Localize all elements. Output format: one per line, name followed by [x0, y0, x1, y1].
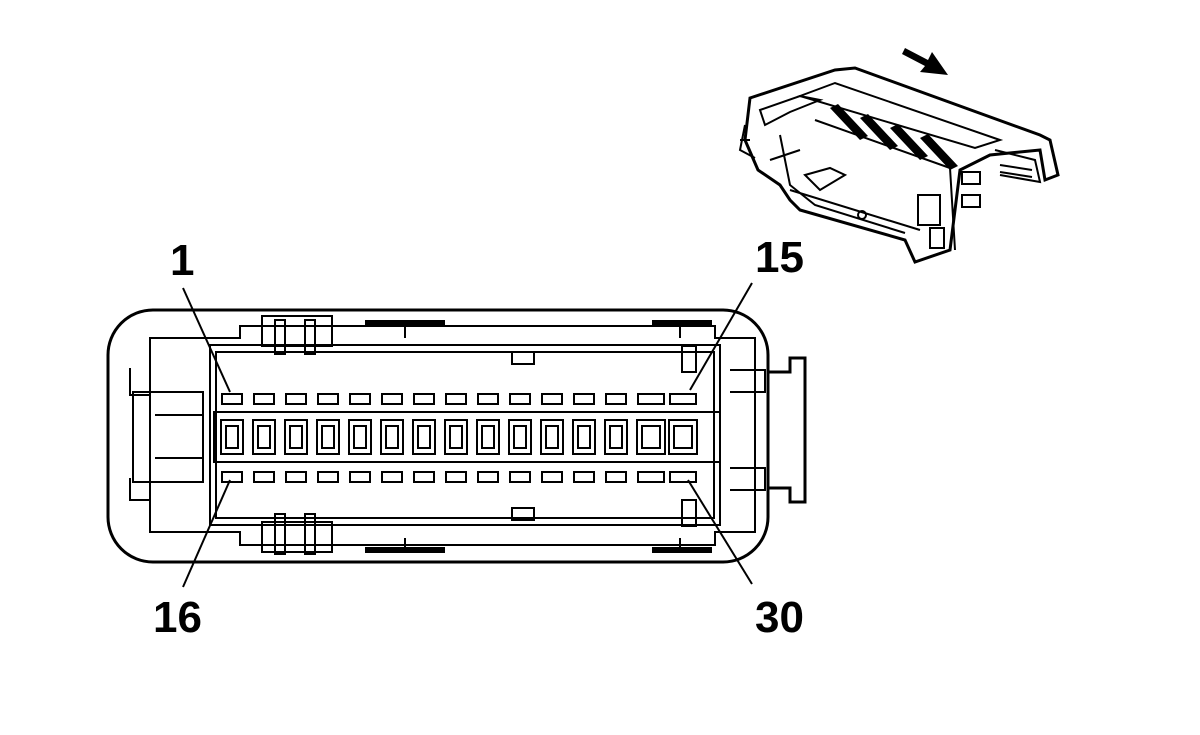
- pin-label-15: 15: [755, 233, 804, 282]
- center-block: [348, 419, 372, 455]
- center-block-inner: [641, 425, 661, 449]
- pin-label-30: 30: [755, 593, 804, 642]
- insertion-direction-arrow-icon: [902, 48, 948, 75]
- center-block: [284, 419, 308, 455]
- pin-cavity-25: [509, 471, 531, 483]
- pin-cavity-7: [413, 393, 435, 405]
- pin-cavity-11: [541, 393, 563, 405]
- pin-cavity-2: [253, 393, 275, 405]
- bottom-pin-row: [221, 471, 697, 483]
- pin-cavity-10: [509, 393, 531, 405]
- center-block: [220, 419, 244, 455]
- center-block-inner: [673, 425, 693, 449]
- connector-housing-outline: [106, 308, 770, 564]
- leader-line-pin-30: [687, 479, 753, 585]
- bottom-clip: [261, 513, 712, 555]
- pin-cavity-21: [381, 471, 403, 483]
- center-block-inner: [481, 425, 495, 449]
- connector-face-view: 1 15 16 30: [106, 233, 807, 642]
- center-block: [604, 419, 628, 455]
- pin-cavity-29: [637, 471, 665, 483]
- pin-cavity-28: [605, 471, 627, 483]
- center-block: [508, 419, 532, 455]
- center-block-inner: [225, 425, 239, 449]
- center-block: [476, 419, 500, 455]
- pin-cavity-13: [605, 393, 627, 405]
- center-block: [444, 419, 468, 455]
- pin-cavity-6: [381, 393, 403, 405]
- center-block-inner: [609, 425, 623, 449]
- leader-line-pin-1: [182, 287, 231, 393]
- leader-line-pin-16: [182, 479, 231, 588]
- pin-label-1: 1: [170, 236, 194, 285]
- pin-cavity-27: [573, 471, 595, 483]
- left-latch: [129, 368, 204, 501]
- center-block: [252, 419, 276, 455]
- center-block: [316, 419, 340, 455]
- pin-label-16: 16: [153, 593, 202, 642]
- pin-cavity-22: [413, 471, 435, 483]
- iso-housing-outline: [743, 66, 1060, 264]
- top-pin-row: [221, 393, 697, 405]
- guide-bottom-right: [681, 499, 697, 527]
- pin-cavity-24: [477, 471, 499, 483]
- pin-cavity-1: [221, 393, 243, 405]
- key-bottom: [511, 507, 535, 521]
- pin-cavity-5: [349, 393, 371, 405]
- center-block: [412, 419, 436, 455]
- center-block-inner: [513, 425, 527, 449]
- pin-cavity-20: [349, 471, 371, 483]
- pin-cavity-15: [669, 393, 697, 405]
- leader-line-pin-15: [689, 282, 753, 391]
- center-block: [572, 419, 596, 455]
- pin-cavity-3: [285, 393, 307, 405]
- center-block: [380, 419, 404, 455]
- pin-cavity-16: [221, 471, 243, 483]
- pin-cavity-23: [445, 471, 467, 483]
- center-block-inner: [449, 425, 463, 449]
- pin-cavity-19: [317, 471, 339, 483]
- pin-cavity-8: [445, 393, 467, 405]
- pin-cavity-30: [669, 471, 697, 483]
- pin-cavity-17: [253, 471, 275, 483]
- pin-cavity-9: [477, 393, 499, 405]
- pin-cavity-14: [637, 393, 665, 405]
- center-block-inner: [545, 425, 559, 449]
- pin-cavity-26: [541, 471, 563, 483]
- guide-top-right: [681, 345, 697, 373]
- pin-cavity-12: [573, 393, 595, 405]
- right-latch: [730, 356, 807, 504]
- pin-cavity-inner: [215, 351, 715, 519]
- center-blocks-row: [220, 419, 698, 455]
- pin-cavity-frame: [209, 344, 721, 526]
- center-block-inner: [321, 425, 335, 449]
- connector-isometric-view: [738, 48, 1060, 264]
- center-block-inner: [289, 425, 303, 449]
- center-block: [668, 419, 698, 455]
- center-block: [636, 419, 666, 455]
- pin-cavity-18: [285, 471, 307, 483]
- connector-inner-wall: [149, 325, 756, 546]
- center-block-inner: [385, 425, 399, 449]
- top-clip: [261, 315, 712, 355]
- pin-cavity-4: [317, 393, 339, 405]
- center-block: [540, 419, 564, 455]
- center-block-inner: [577, 425, 591, 449]
- center-block-inner: [417, 425, 431, 449]
- center-block-inner: [257, 425, 271, 449]
- center-block-inner: [353, 425, 367, 449]
- center-ridge: [213, 411, 721, 463]
- key-top: [511, 351, 535, 365]
